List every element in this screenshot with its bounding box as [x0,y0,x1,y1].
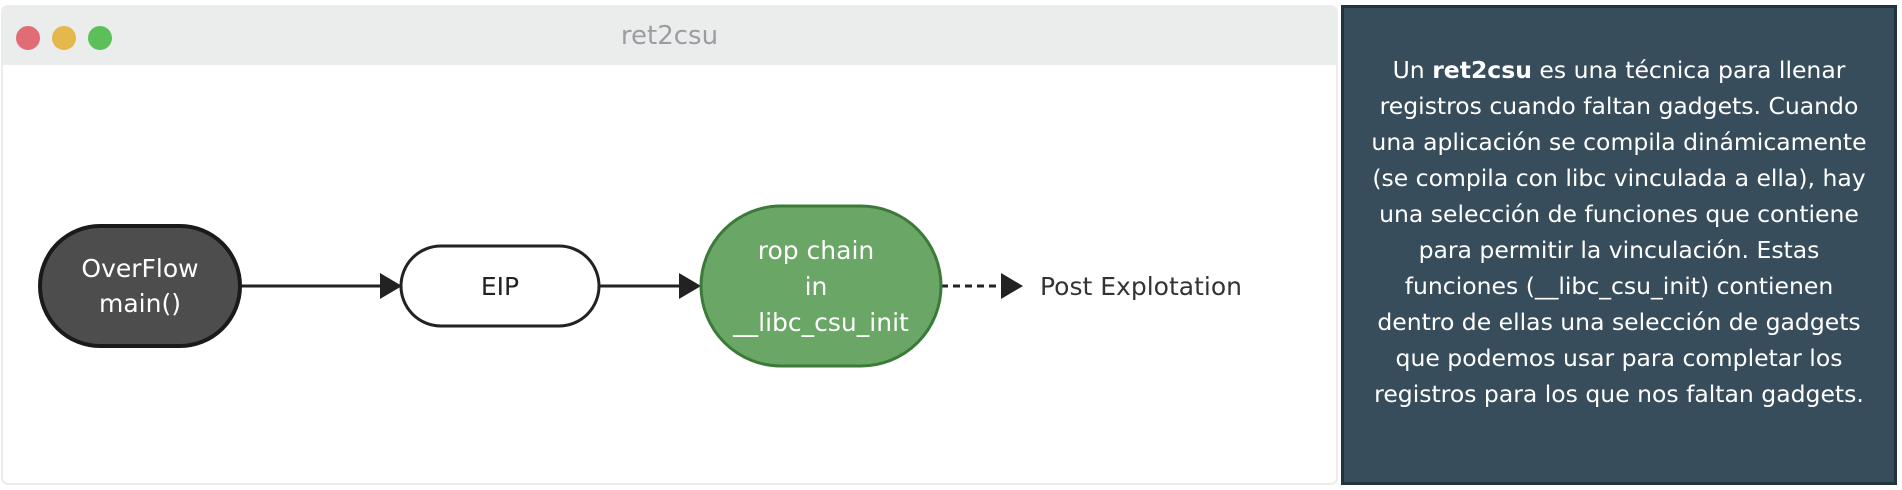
edge-eip-to-rop [599,273,701,299]
node-rop-line-1: rop chain [758,236,875,265]
node-overflow-shape [38,224,242,348]
node-rop-chain[interactable]: rop chain in __libc_csu_init [699,204,943,368]
arrowhead-icon [679,273,701,299]
node-eip-label: EIP [481,272,519,301]
node-rop-shape [699,204,943,368]
close-button[interactable] [16,26,40,50]
edge-overflow-to-eip [241,273,402,299]
note-term: ret2csu [1432,56,1532,84]
node-rop-line-2: in [805,272,828,301]
post-explotation-label: Post Explotation [1040,272,1242,301]
window-titlebar: ret2csu [3,7,1336,65]
node-eip[interactable]: EIP [399,244,601,328]
window-title: ret2csu [620,21,719,51]
node-rop-line-3: __libc_csu_init [732,308,909,337]
note-text-after: es una técnica para llenar registros cua… [1371,56,1867,408]
description-note: Un ret2csu es una técnica para llenar re… [1341,5,1897,485]
node-eip-shape [399,244,601,328]
arrowhead-icon [1001,273,1023,299]
node-overflow-line-2: main() [99,289,181,318]
note-text-before: Un [1392,56,1433,84]
arrowhead-icon [380,273,402,299]
node-overflow[interactable]: OverFlow main() [38,224,242,348]
edge-rop-to-post [941,273,1023,299]
node-overflow-line-1: OverFlow [81,254,198,283]
minimize-button[interactable] [52,26,76,50]
maximize-button[interactable] [88,26,112,50]
